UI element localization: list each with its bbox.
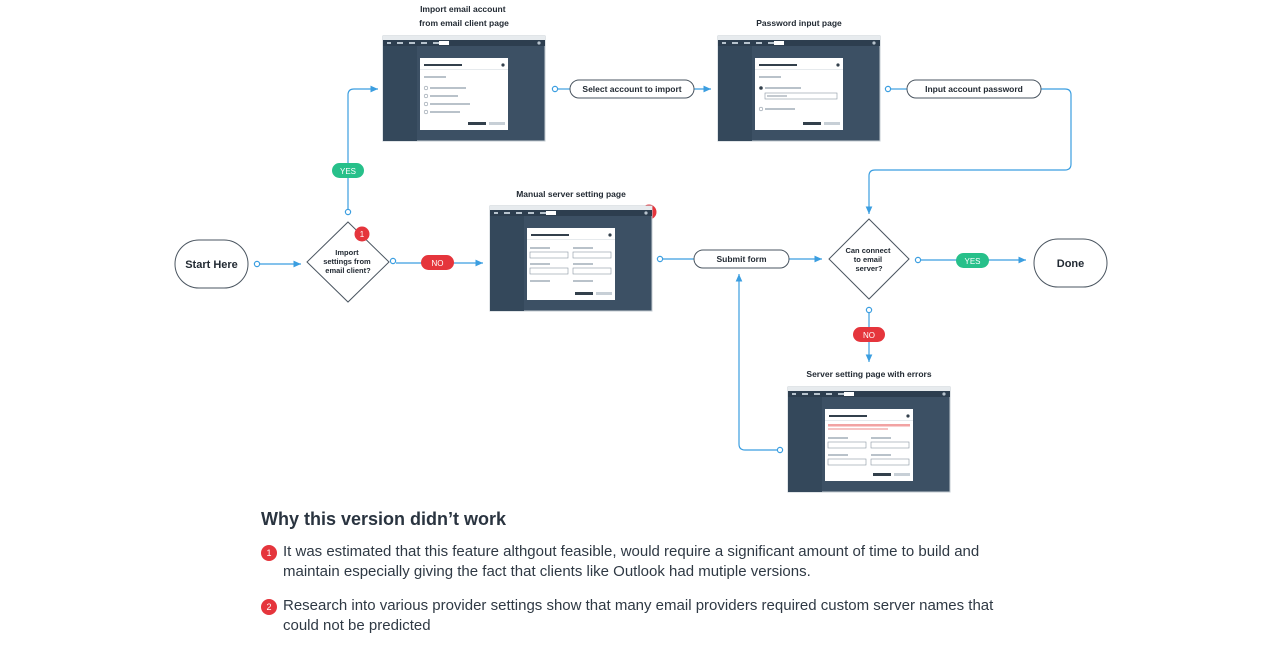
arrow-yes-to-import-page (347, 85, 378, 210)
decision-connect-line-2: to email (854, 255, 882, 264)
action-select-account: Select account to import (569, 79, 695, 99)
manual-page-caption: Manual server setting page (516, 189, 626, 199)
connector-dots (253, 85, 922, 454)
arrow-errors-page-to-submit (735, 274, 779, 451)
svg-text:Input account password: Input account password (925, 84, 1023, 94)
branch-no-connect: NO (853, 327, 885, 342)
import-page-screenshot (382, 35, 546, 142)
done-node: Done (1033, 238, 1108, 288)
password-page-caption: Password input page (756, 18, 842, 28)
note-text-line-1: Research into various provider settings … (283, 597, 994, 614)
decision-can-connect: Can connect to email server? (828, 218, 910, 300)
decision-import-line-2: settings from (323, 257, 371, 266)
svg-text:NO: NO (432, 259, 444, 268)
svg-text:1: 1 (360, 230, 365, 239)
errors-page-caption: Server setting page with errors (806, 369, 931, 379)
note-number-badge: 1 (261, 545, 277, 561)
note-text-line-2: maintain especially giving the fact that… (283, 563, 811, 580)
decision-connect-line-3: server? (855, 264, 883, 273)
connectors (260, 85, 1072, 451)
marker-badge-1: 1 (354, 226, 370, 242)
decision-import-settings: Import settings from email client? (306, 221, 390, 303)
note-item: 1 It was estimated that this feature alt… (261, 542, 1041, 582)
start-label: Start Here (185, 259, 238, 271)
errors-page-screenshot (787, 386, 951, 493)
start-node: Start Here (174, 239, 249, 289)
note-number-badge: 2 (261, 599, 277, 615)
note-text-line-1: It was estimated that this feature althg… (283, 543, 980, 560)
arrow-input-to-connect-decision (865, 88, 1072, 214)
svg-text:YES: YES (340, 167, 356, 176)
note-text-line-2: could not be predicted (283, 617, 431, 634)
flow-diagram: Start Here Done Import settings from ema… (174, 4, 1108, 493)
notes-section: Why this version didn’t work 1 It was es… (261, 509, 1041, 650)
action-submit-form: Submit form (693, 249, 790, 269)
decision-import-line-1: Import (335, 248, 359, 257)
svg-text:YES: YES (964, 257, 980, 266)
svg-text:Can connect to email: Can connect to email server? (845, 246, 892, 273)
decision-connect-line-1: Can connect (845, 246, 891, 255)
note-item: 2 Research into various provider setting… (261, 596, 1041, 636)
svg-text:Import settings from: Import settings from email client? (323, 248, 373, 275)
svg-text:Submit form: Submit form (716, 254, 766, 264)
action-input-password: Input account password (906, 79, 1042, 99)
import-page-caption-2: from email client page (419, 18, 509, 28)
svg-text:NO: NO (863, 331, 875, 340)
manual-page-screenshot (489, 205, 653, 312)
branch-no-import: NO (421, 255, 454, 270)
import-page-caption-1: Import email account (420, 4, 506, 14)
branch-yes-import: YES (332, 163, 364, 178)
password-page-screenshot (717, 35, 881, 142)
decision-import-line-3: email client? (325, 266, 371, 275)
svg-text:Select account to import: Select account to import (582, 84, 681, 94)
svg-text:Import email account from: Import email account from email client p… (419, 4, 509, 28)
done-label: Done (1057, 258, 1085, 270)
notes-heading: Why this version didn’t work (261, 509, 507, 529)
branch-yes-connect: YES (956, 253, 989, 268)
